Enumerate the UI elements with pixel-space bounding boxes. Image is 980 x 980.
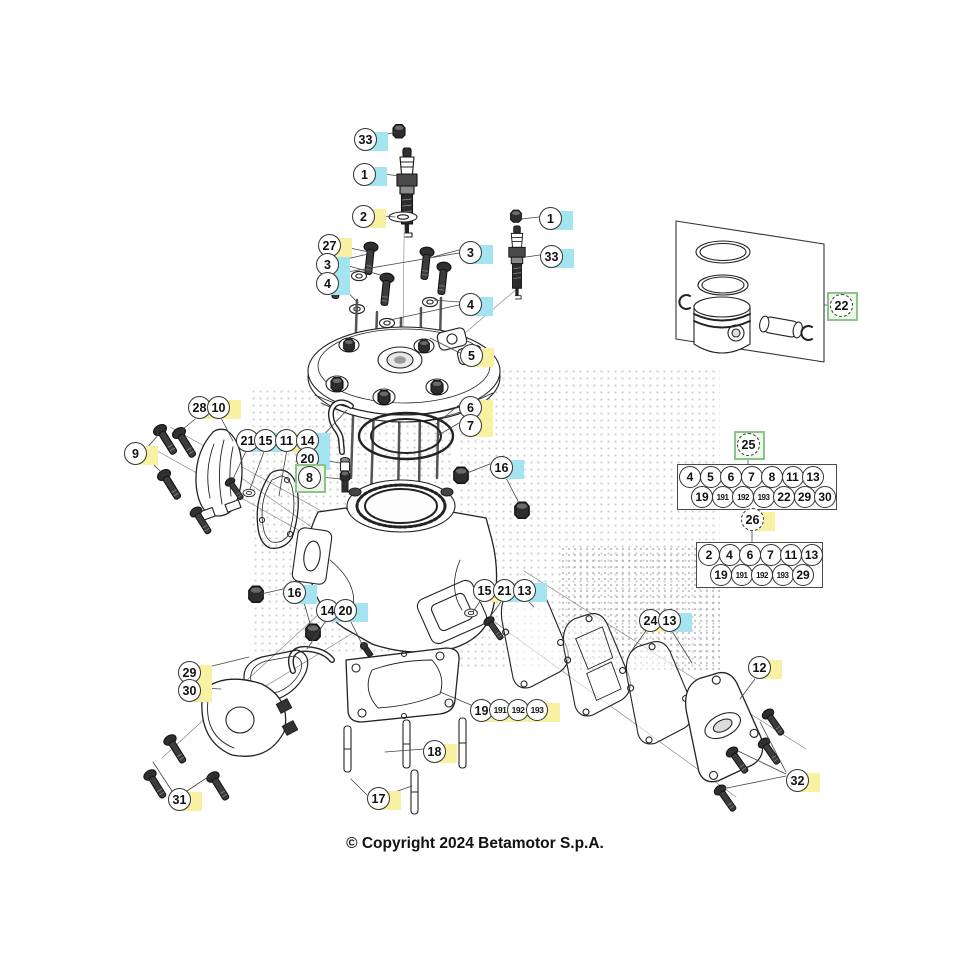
part-callout-10[interactable]: 10 <box>207 396 243 420</box>
part-callout-30[interactable]: 30 <box>178 679 214 703</box>
ref-part-number[interactable]: 8 <box>761 466 783 488</box>
callout-number: 31 <box>168 788 191 811</box>
ref-part-number[interactable]: 6 <box>739 544 761 566</box>
callout-number: 5 <box>460 344 483 367</box>
ref-part-number[interactable]: 13 <box>802 466 824 488</box>
callout-number: 16 <box>283 581 306 604</box>
part-callout-26[interactable]: 26 <box>741 508 777 532</box>
ref-part-number[interactable]: 29 <box>792 564 814 586</box>
ref-part-number[interactable]: 191 <box>730 564 753 586</box>
part-callout-25[interactable]: 25 <box>734 431 773 460</box>
part-callout-4[interactable]: 4 <box>316 272 352 296</box>
ref-part-number[interactable]: 192 <box>732 486 754 508</box>
callout-number: 10 <box>207 396 230 419</box>
callout-number: 7 <box>459 414 482 437</box>
part-callout-193[interactable]: 193 <box>526 699 562 723</box>
callout-number: 18 <box>423 740 446 763</box>
callout-number: 15 <box>254 429 277 452</box>
part-callout-9[interactable]: 9 <box>124 442 160 466</box>
callout-number: 32 <box>786 769 809 792</box>
ref-part-number[interactable]: 11 <box>781 466 804 488</box>
part-callout-4[interactable]: 4 <box>459 293 495 317</box>
ref-part-number[interactable]: 30 <box>814 486 836 508</box>
callout-number: 4 <box>459 293 482 316</box>
part-callout-33[interactable]: 33 <box>354 128 390 152</box>
part-callout-22[interactable]: 22 <box>827 292 866 321</box>
callout-number: 3 <box>459 241 482 264</box>
callout-number: 1 <box>353 163 376 186</box>
part-callout-7[interactable]: 7 <box>459 414 495 438</box>
ref-part-number[interactable]: 5 <box>699 466 722 488</box>
part-callout-13[interactable]: 13 <box>513 579 549 603</box>
ref-part-number[interactable]: 193 <box>771 564 794 586</box>
part-callout-33[interactable]: 33 <box>540 245 576 269</box>
part-callout-13[interactable]: 13 <box>658 609 694 633</box>
ref-part-number[interactable]: 4 <box>679 466 701 488</box>
ref-part-number[interactable]: 7 <box>740 466 763 488</box>
part-callout-5[interactable]: 5 <box>460 344 496 368</box>
ref-part-number[interactable]: 19 <box>691 486 713 508</box>
part-callout-18[interactable]: 18 <box>423 740 459 764</box>
part-callout-16[interactable]: 16 <box>283 581 319 605</box>
callout-number: 8 <box>298 466 321 489</box>
callout-number: 13 <box>513 579 536 602</box>
callout-number: 30 <box>178 679 201 702</box>
callout-number: 191 <box>489 699 511 721</box>
callout-number: 16 <box>490 456 513 479</box>
callout-number: 26 <box>741 508 764 531</box>
callout-number: 4 <box>316 272 339 295</box>
ref-part-number[interactable]: 13 <box>800 544 823 566</box>
callout-number: 1 <box>539 207 562 230</box>
part-callout-3[interactable]: 3 <box>459 241 495 265</box>
callout-number: 192 <box>507 699 529 721</box>
ref-part-number[interactable]: 6 <box>720 466 742 488</box>
callout-number: 25 <box>737 433 760 456</box>
part-callout-27[interactable]: 27 <box>318 234 354 258</box>
part-callout-12[interactable]: 12 <box>748 656 784 680</box>
callout-number: 14 <box>316 599 339 622</box>
ref-part-number[interactable]: 192 <box>751 564 773 586</box>
callout-number: 22 <box>830 294 853 317</box>
callout-number: 17 <box>367 787 390 810</box>
callout-number: 12 <box>748 656 771 679</box>
part-callout-31[interactable]: 31 <box>168 788 204 812</box>
callout-number: 33 <box>354 128 377 151</box>
part-callout-8[interactable]: 8 <box>295 464 334 493</box>
ref-part-number[interactable]: 11 <box>780 544 802 566</box>
part-callout-1[interactable]: 1 <box>539 207 575 231</box>
ref-part-number[interactable]: 193 <box>752 486 775 508</box>
part-callout-2[interactable]: 2 <box>352 205 388 229</box>
callout-number: 21 <box>493 579 516 602</box>
part-callout-1[interactable]: 1 <box>353 163 389 187</box>
callout-number: 21 <box>236 429 259 452</box>
ref-part-number[interactable]: 4 <box>718 544 741 566</box>
part-callout-16[interactable]: 16 <box>490 456 526 480</box>
part-callout-17[interactable]: 17 <box>367 787 403 811</box>
callout-number: 33 <box>540 245 563 268</box>
callout-number: 193 <box>526 699 548 721</box>
callout-number: 9 <box>124 442 147 465</box>
callout-number: 20 <box>334 599 357 622</box>
ref-part-number[interactable]: 7 <box>759 544 782 566</box>
callout-number: 2 <box>352 205 375 228</box>
part-callout-20[interactable]: 20 <box>334 599 370 623</box>
part-callout-32[interactable]: 32 <box>786 769 822 793</box>
ref-part-number[interactable]: 2 <box>698 544 720 566</box>
ref-part-number[interactable]: 19 <box>710 564 732 586</box>
ref-part-number[interactable]: 29 <box>793 486 816 508</box>
callout-number: 13 <box>658 609 681 632</box>
ref-part-number[interactable]: 22 <box>773 486 795 508</box>
part-callout-14[interactable]: 14 <box>296 429 332 453</box>
ref-part-number[interactable]: 191 <box>711 486 734 508</box>
callout-number: 11 <box>275 429 298 452</box>
copyright-text: © Copyright 2024 Betamotor S.p.A. <box>346 835 604 852</box>
callout-number: 19 <box>470 699 493 722</box>
